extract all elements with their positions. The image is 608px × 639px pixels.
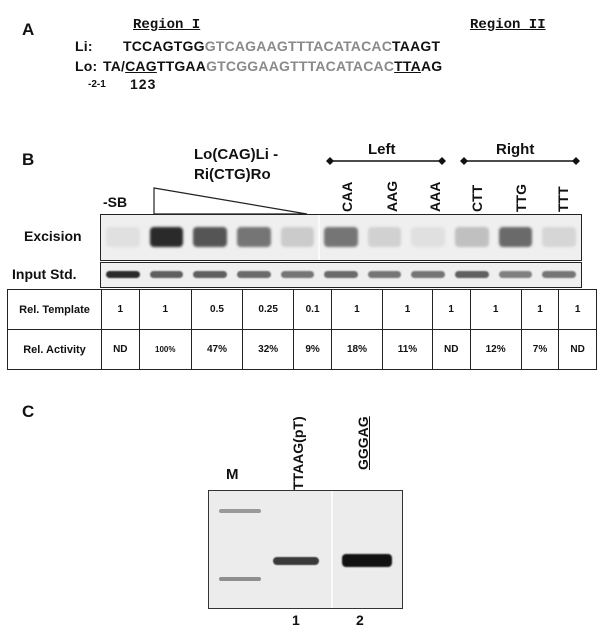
lane2-number: 2	[356, 612, 364, 628]
excision-band	[367, 227, 402, 247]
activity-cell: 9%	[293, 329, 332, 370]
excision-band	[498, 227, 533, 247]
li-sequence: Li: TCCAGTGGGTCAGAAGTTTACATACACTAAGT	[75, 38, 440, 54]
template-cell: 0.25	[242, 289, 295, 330]
marker-lane-label: M	[226, 466, 239, 483]
template-cell: 1	[382, 289, 433, 330]
excision-band	[542, 227, 576, 247]
lo-middle-seq: GTCGGAAGTTTACATACAC	[206, 58, 395, 74]
gel-splice-line	[318, 215, 321, 260]
region-1-label: Region I	[133, 17, 201, 33]
template-cell: 1	[138, 289, 192, 330]
right-group-bracket	[460, 157, 580, 165]
excision-row-label: Excision	[24, 228, 82, 244]
activity-row-header: Rel. Activity	[7, 329, 102, 370]
lo-label: Lo:	[75, 58, 98, 74]
panel-b-letter: B	[22, 150, 35, 169]
construct-title-line2: Ri(CTG)Ro	[194, 166, 271, 183]
excision-gel	[100, 214, 582, 261]
activity-cell: ND	[101, 329, 140, 370]
lane-label-ttg: TTG	[513, 184, 529, 212]
excision-band	[324, 227, 358, 247]
lane1-construct-label: TTAAG(pT)	[290, 416, 306, 490]
li-region1-seq: TCCAGTGG	[123, 38, 205, 54]
template-cell: 1	[558, 289, 597, 330]
li-label: Li:	[75, 38, 93, 54]
quantification-table: Rel. Template 1 1 0.5 0.25 0.1 1 1 1 1 1…	[7, 289, 597, 370]
activity-cell: 18%	[330, 329, 384, 370]
lo-end-seq: AG	[420, 58, 443, 74]
input-std-band	[149, 271, 184, 278]
excision-band	[455, 227, 489, 247]
gel-splice-line	[331, 491, 333, 608]
li-region2-seq: TAAGT	[392, 38, 441, 54]
template-row-header: Rel. Template	[7, 289, 102, 330]
lane1-band	[273, 557, 319, 565]
activity-cell: 12%	[469, 329, 522, 370]
input-std-band	[498, 271, 533, 278]
construct-title-line1: Lo(CAG)Li -	[194, 146, 279, 163]
excision-band	[280, 227, 315, 247]
template-cell: 1	[101, 289, 140, 330]
lane-label-ttt: TTT	[555, 186, 571, 212]
left-group-label: Left	[368, 141, 396, 158]
activity-cell: 47%	[190, 329, 244, 370]
lane-label-aaa: AAA	[427, 181, 443, 212]
activity-row: Rel. Activity ND 100% 47% 32% 9% 18% 11%…	[7, 329, 597, 370]
li-middle-seq: GTCAGAAGTTTACATACAC	[204, 38, 393, 54]
input-std-band	[411, 271, 446, 278]
template-cell: 0.5	[190, 289, 244, 330]
excision-band	[149, 227, 184, 247]
template-cell: 0.1	[293, 289, 332, 330]
activity-cell: ND	[558, 329, 597, 370]
panel-c-letter: C	[22, 402, 35, 421]
lo-region1-rest-seq: TTGAA	[156, 58, 207, 74]
input-std-band	[236, 271, 271, 278]
input-std-band	[193, 271, 227, 278]
input-std-band	[455, 271, 489, 278]
position-minus-labels: -2-1	[88, 79, 106, 90]
activity-cell: ND	[431, 329, 471, 370]
position-number-labels: 123	[130, 76, 157, 92]
left-group-bracket	[326, 157, 446, 165]
activity-cell: 32%	[242, 329, 295, 370]
input-std-band	[367, 271, 402, 278]
lane1-number: 1	[292, 612, 300, 628]
input-std-band	[280, 271, 315, 278]
region-2-label: Region II	[470, 17, 546, 33]
excision-band	[236, 227, 271, 247]
minus-sb-label: -SB	[103, 194, 128, 210]
activity-cell: 100%	[138, 329, 192, 370]
lo-prefix-seq: TA/	[103, 58, 126, 74]
template-cell: 1	[469, 289, 522, 330]
panel-a-letter: A	[22, 20, 35, 39]
right-group-label: Right	[496, 141, 535, 158]
excision-band	[106, 227, 140, 247]
template-cell: 1	[330, 289, 384, 330]
activity-cell: 7%	[520, 329, 560, 370]
excision-band	[193, 227, 227, 247]
lo-tta-seq: TTA	[394, 58, 421, 74]
lane2-band	[342, 554, 392, 567]
titration-wedge	[153, 187, 308, 215]
lo-sequence: Lo: TA/CAGTTGAAGTCGGAAGTTTACATACACTTAAG	[75, 58, 442, 74]
panel-c-gel	[208, 490, 403, 609]
lane-label-aag: AAG	[384, 180, 400, 212]
marker-band-lower	[219, 577, 261, 581]
input-std-band	[106, 271, 140, 278]
marker-band-upper	[219, 509, 261, 513]
lo-cag-seq: CAG	[125, 58, 157, 74]
lane2-construct-label: GGGAG	[355, 416, 371, 470]
template-cell: 1	[520, 289, 560, 330]
template-cell: 1	[431, 289, 471, 330]
template-row: Rel. Template 1 1 0.5 0.25 0.1 1 1 1 1 1…	[7, 289, 597, 330]
input-std-band	[324, 271, 358, 278]
lane-label-ctt: CTT	[469, 184, 485, 212]
input-std-row-label: Input Std.	[12, 266, 77, 282]
input-std-band	[542, 271, 576, 278]
lane-label-caa: CAA	[339, 181, 355, 212]
input-std-gel	[100, 262, 582, 288]
activity-cell: 11%	[382, 329, 433, 370]
excision-band	[411, 227, 446, 247]
